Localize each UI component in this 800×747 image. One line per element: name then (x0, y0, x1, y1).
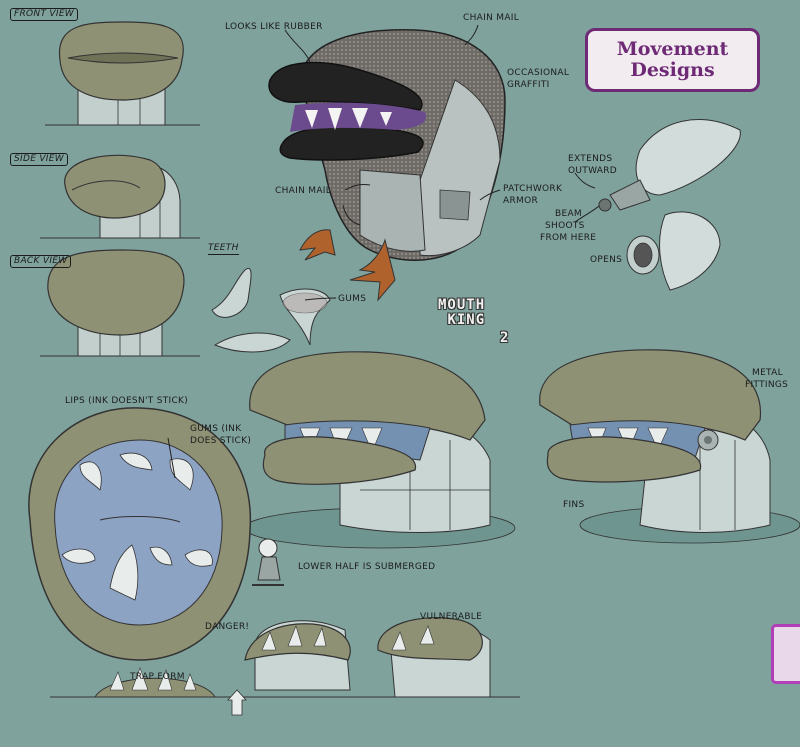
patchwork-armor-callout-1: PATCHWORK (503, 184, 563, 194)
inkling-scale-figure (252, 538, 284, 586)
looks-like-rubber-callout: LOOKS LIKE RUBBER (225, 22, 323, 32)
submerged-head-center (244, 351, 516, 549)
corner-badge (771, 624, 800, 684)
mouth-interior-diagram (28, 407, 252, 661)
patchwork-armor-callout-2: ARMOR (503, 196, 539, 206)
vulnerable-callout: VULNERABLE (420, 612, 483, 622)
submerged-callout: LOWER HALF IS SUBMERGED (298, 562, 436, 572)
beam-callout-1: BEAM (555, 209, 582, 219)
gums-ink-callout-2: DOES STICK) (190, 436, 252, 446)
metal-fittings-callout-2: FITTINGS (745, 380, 789, 390)
page-title: Movement Designs (616, 38, 729, 81)
beam-device-sketch (598, 119, 741, 291)
side-view-sketch (40, 154, 200, 239)
submerged-head-right (539, 349, 800, 544)
fins-callout: FINS (563, 500, 585, 510)
chain-mail-top-callout: CHAIN MAIL (463, 13, 520, 23)
opens-callout: OPENS (590, 255, 623, 265)
front-view-label: FRONT VIEW (10, 8, 79, 21)
occasional-graffiti-callout-2: GRAFFITI (507, 80, 550, 90)
extends-outward-callout-1: EXTENDS (568, 154, 613, 164)
gums-callout: GUMS (338, 294, 367, 304)
lips-callout: LIPS (INK DOESN'T STICK) (65, 396, 189, 406)
back-view-sketch (40, 249, 200, 357)
metal-fittings-callout-1: METAL (752, 368, 783, 378)
teeth-label: TEETH (208, 243, 239, 255)
logo-line-2: KING (447, 312, 486, 328)
beam-callout-2: SHOOTS (545, 221, 585, 231)
main-character-illustration (268, 29, 506, 302)
logo-line-1: MOUTH (438, 297, 486, 313)
beam-callout-3: FROM HERE (540, 233, 597, 243)
trap-form-callout: TRAP FORM (130, 672, 185, 682)
teeth-sketches (211, 267, 331, 353)
occasional-graffiti-callout-1: OCCASIONAL (507, 68, 570, 78)
front-view-sketch (45, 21, 200, 126)
callout-lines (284, 24, 601, 301)
chain-mail-left-callout: CHAIN MAIL (275, 186, 332, 196)
back-view-label: BACK VIEW (10, 255, 72, 268)
mouth-king-logo: MOUTH KING (438, 298, 485, 328)
title-box: Movement Designs (585, 28, 760, 92)
danger-callout: DANGER! (205, 622, 250, 632)
extends-outward-callout-2: OUTWARD (568, 166, 618, 176)
gums-ink-callout-1: GUMS (INK (190, 424, 242, 434)
trap-form-sequence (50, 617, 520, 716)
logo-number: 2 (500, 330, 509, 346)
side-view-label: SIDE VIEW (10, 153, 68, 166)
